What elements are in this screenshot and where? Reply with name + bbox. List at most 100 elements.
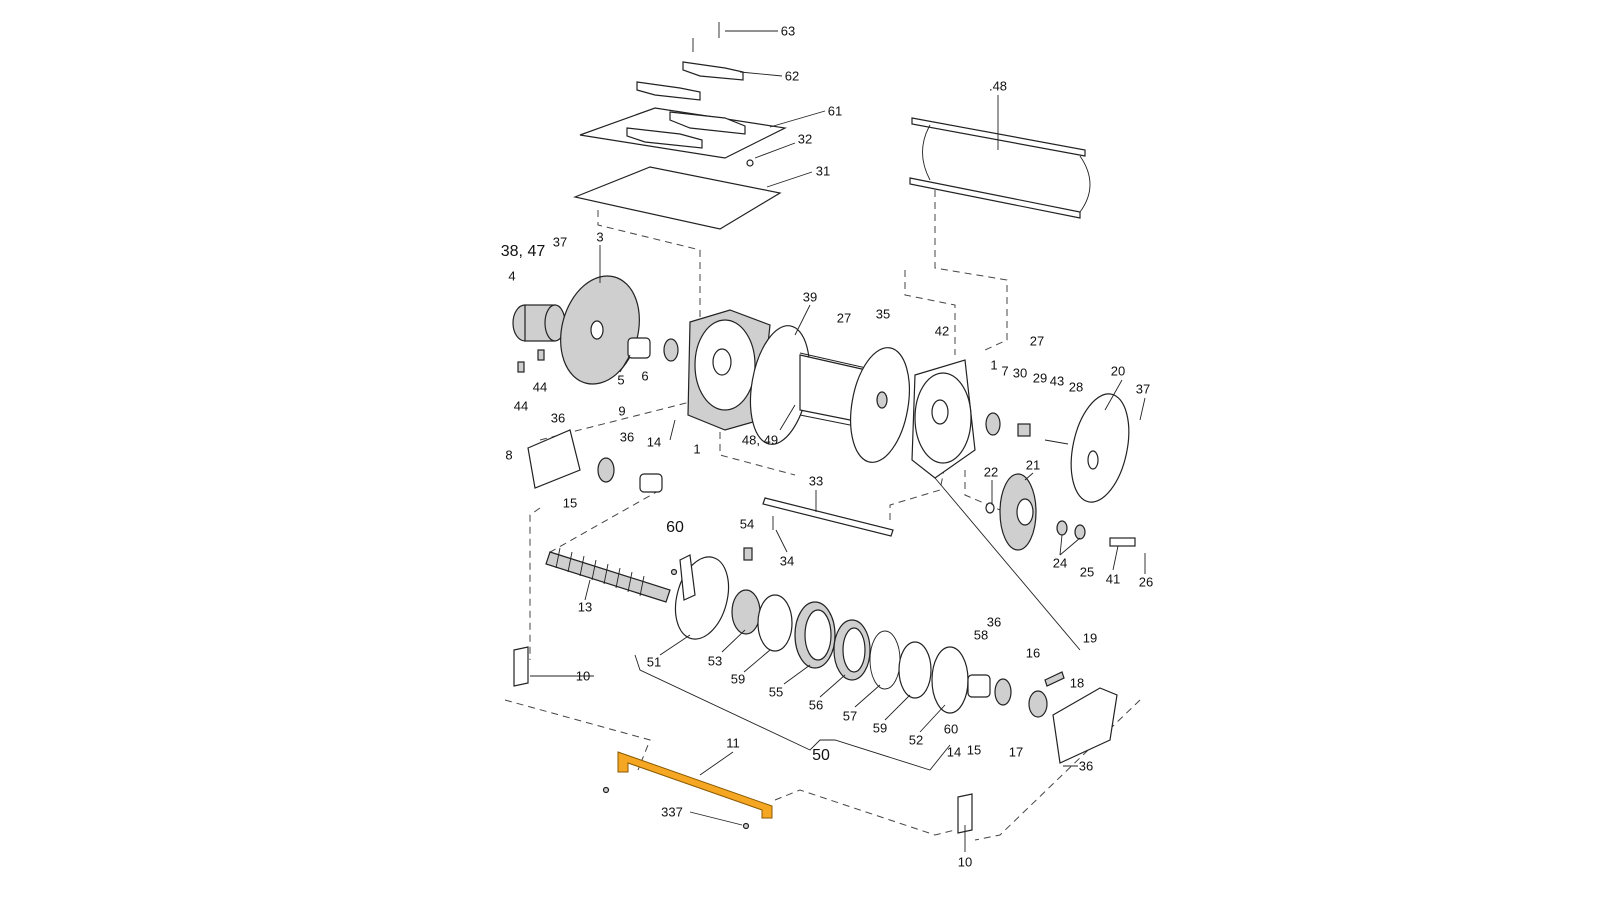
part-13-worm-shaft[interactable] [545, 547, 671, 603]
label-8: 8 [505, 447, 513, 463]
part-3-motor-plate[interactable] [549, 267, 651, 393]
label-51: 51 [646, 654, 662, 670]
part-17-sprocket[interactable] [1028, 690, 1048, 718]
label-27-spring: 27 [1029, 333, 1045, 349]
label-59: 59 [730, 671, 746, 687]
label-28: 28 [1068, 379, 1084, 395]
part-11-bracket-bar-highlighted[interactable] [617, 751, 773, 819]
label-36-b: 36 [619, 429, 635, 445]
part-61-mounting-plate[interactable] [579, 107, 787, 159]
label-337: 337 [661, 804, 683, 820]
label-32: 32 [797, 131, 813, 147]
label-10-b: 10 [957, 854, 973, 870]
label-19: 19 [1082, 630, 1098, 646]
part-5-coupling[interactable] [627, 337, 651, 359]
label-54: 54 [739, 516, 755, 532]
part-10-bracket-right[interactable] [957, 793, 973, 834]
label-4: 4 [508, 268, 516, 284]
part-33-tie-bar[interactable] [762, 497, 894, 537]
part-62-clamp-blocks[interactable] [636, 38, 744, 101]
part-8-bearing-block[interactable] [527, 429, 581, 489]
part-51-brake-housing[interactable] [667, 551, 737, 645]
part-29-pinion[interactable] [1017, 423, 1031, 437]
part-53-brake-hub[interactable] [731, 589, 761, 635]
label-11: 11 [726, 735, 740, 751]
label-50: 50 [812, 747, 830, 764]
label-42: 42 [934, 323, 950, 339]
label-35: 35 [875, 306, 891, 322]
label-30: 30 [1012, 365, 1028, 381]
part-57-snap-ring[interactable] [869, 630, 901, 690]
part-32-screw[interactable] [746, 159, 754, 167]
label-24: 24 [1052, 555, 1068, 571]
part-48-cover[interactable] [909, 117, 1091, 219]
part-55-brake-drum[interactable] [794, 601, 836, 669]
label-16: 16 [1025, 645, 1041, 661]
label-61: 61 [827, 103, 843, 119]
part-59-ring[interactable] [757, 594, 793, 652]
part-4-motor[interactable] [512, 304, 566, 342]
label-33: 33 [808, 473, 824, 489]
label-13: 13 [577, 599, 593, 615]
part-39-drum[interactable] [742, 321, 918, 467]
part-31-base-plate[interactable] [572, 166, 782, 230]
label-14-b: 14 [946, 744, 962, 760]
part-60-screw[interactable] [670, 568, 678, 576]
label-58: 58 [973, 627, 989, 643]
label-57: 57 [842, 708, 858, 724]
label-27: 27 [836, 310, 852, 326]
part-56-seal[interactable] [833, 619, 871, 681]
part-1-end-frame-left[interactable] [687, 309, 771, 431]
part-19-bearing-block[interactable] [1052, 687, 1118, 764]
label-29: 29 [1032, 370, 1048, 386]
label-36: 36 [550, 410, 566, 426]
label-62: 62 [784, 68, 800, 84]
label-22: 22 [983, 464, 999, 480]
label-44: 44 [532, 379, 548, 395]
label-48-cover: .48 [988, 78, 1008, 94]
label-6: 6 [641, 368, 649, 384]
part-28-bolt[interactable] [1044, 439, 1069, 445]
label-43: 43 [1049, 373, 1065, 389]
part-59-ring-2[interactable] [898, 641, 932, 699]
part-24-bearings[interactable] [1056, 520, 1086, 540]
part-337-screw[interactable] [602, 786, 750, 830]
leader-lines [530, 30, 1146, 852]
part-21-gear[interactable] [999, 473, 1037, 551]
label-36-c: 36 [986, 614, 1002, 630]
part-41-shaft[interactable] [1109, 537, 1136, 547]
label-15-b: 15 [966, 742, 982, 758]
part-14-bushing-2[interactable] [967, 674, 991, 698]
part-1-end-frame-right[interactable] [911, 359, 976, 479]
label-25: 25 [1079, 564, 1095, 580]
label-18: 18 [1069, 675, 1085, 691]
label-52: 52 [908, 732, 924, 748]
part-15-flange-bearing[interactable] [597, 457, 615, 483]
label-44-lower: 44 [513, 398, 529, 414]
part-54-fitting[interactable] [743, 547, 753, 561]
label-48-49: 48, 49 [741, 432, 779, 448]
label-41: 41 [1105, 571, 1121, 587]
label-15: 15 [562, 495, 578, 511]
part-15-flange-bearing-2[interactable] [994, 678, 1012, 706]
part-18-chain[interactable] [1044, 671, 1065, 687]
part-20-cover-plate[interactable] [1062, 389, 1138, 508]
label-1-right: 1 [990, 357, 998, 373]
label-53: 53 [707, 653, 723, 669]
label-7: 7 [1001, 363, 1009, 379]
label-37-right: 37 [1135, 381, 1151, 397]
part-14-bushing[interactable] [639, 473, 663, 493]
part-6-bearing[interactable] [663, 338, 679, 362]
label-14: 14 [646, 434, 662, 450]
label-17: 17 [1008, 744, 1024, 760]
part-7-bearing[interactable] [985, 412, 1001, 436]
label-9: 9 [618, 403, 626, 419]
label-20: 20 [1110, 363, 1126, 379]
label-21: 21 [1025, 457, 1041, 473]
part-10-bracket-left[interactable] [513, 646, 529, 687]
label-38-47: 38, 47 [500, 243, 546, 260]
part-22-bushing[interactable] [985, 502, 995, 514]
part-44-fittings[interactable] [517, 349, 545, 373]
part-52-brake-plate[interactable] [931, 646, 969, 714]
